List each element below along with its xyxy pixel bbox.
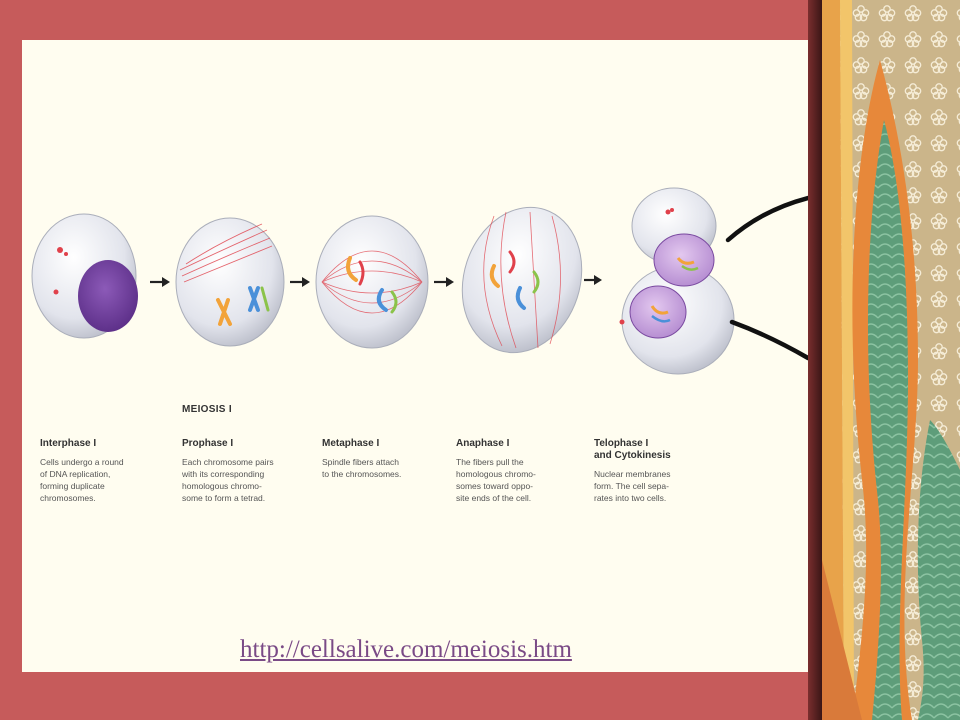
phase-title: Interphase I — [40, 438, 97, 449]
phase-description: Each chromosome pairs with its correspon… — [182, 457, 274, 503]
branch-lines — [725, 195, 808, 361]
phase-interphase: Interphase I Cells undergo a round of DN… — [40, 438, 170, 504]
arrow-icon — [150, 277, 170, 287]
phase-description: Spindle fibers attach to the chromosomes… — [322, 457, 402, 479]
phase-title: Metaphase I — [322, 438, 380, 449]
phase-title: Prophase I — [182, 438, 234, 449]
slide-content: MEIOSIS I Interphase I Cells undergo a r… — [22, 40, 808, 672]
arrow-icon — [584, 275, 602, 285]
phase-description: Nuclear membranes form. The cell sepa- r… — [594, 469, 671, 503]
meiosis-diagram — [31, 187, 808, 375]
telophase-cells — [619, 187, 735, 375]
phase-telophase: Telophase I and Cytokinesis Nuclear memb… — [594, 438, 724, 504]
phase-metaphase: Metaphase I Spindle fibers attach to the… — [322, 438, 452, 480]
phase-prophase: Prophase I Each chromosome pairs with it… — [182, 438, 312, 504]
metaphase-cell — [315, 215, 429, 349]
frame-shadow — [808, 0, 822, 720]
phase-description: The fibers pull the homologous chromo- s… — [456, 457, 536, 503]
source-link[interactable]: http://cellsalive.com/meiosis.htm — [240, 636, 572, 663]
phase-title: Anaphase I — [456, 438, 510, 449]
meiosis-heading: MEIOSIS I — [182, 404, 232, 415]
arrow-icon — [290, 277, 310, 287]
arrow-icon — [434, 277, 454, 287]
prophase-cell — [175, 217, 285, 347]
phase-anaphase: Anaphase I The fibers pull the homologou… — [456, 438, 586, 504]
phase-title: Telophase I and Cytokinesis — [594, 438, 671, 461]
decorative-side-panel — [822, 0, 960, 720]
interphase-cell — [31, 213, 138, 339]
phase-description: Cells undergo a round of DNA replication… — [40, 457, 124, 503]
anaphase-cell — [461, 206, 583, 354]
